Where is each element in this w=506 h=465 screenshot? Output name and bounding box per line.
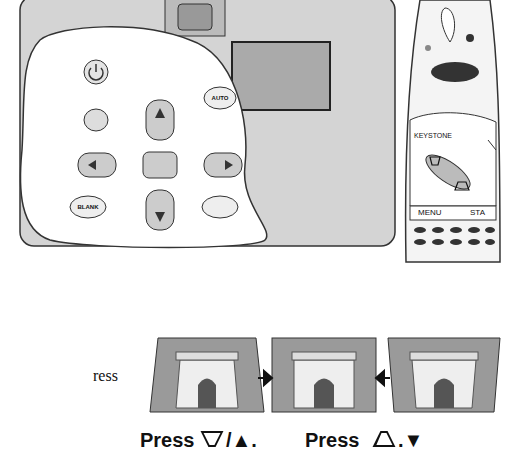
auto-button — [204, 87, 236, 109]
arrow — [258, 371, 272, 385]
instruction: /▲. — [226, 430, 257, 450]
button — [84, 109, 108, 131]
button-label: AUTO — [212, 95, 229, 101]
keystone-image — [150, 338, 264, 412]
instruction: Press — [140, 430, 195, 450]
cut-text: ress — [93, 368, 118, 384]
blank-button — [70, 196, 106, 218]
keystone-image — [388, 338, 500, 412]
instruction: Press — [305, 430, 360, 450]
control-panel — [20, 27, 266, 248]
down-key — [146, 190, 174, 230]
instruction: .▼ — [398, 430, 423, 450]
power-button — [84, 60, 108, 84]
remote-label: STA — [470, 209, 485, 217]
lens-housing — [165, 0, 225, 36]
keystone-image — [272, 338, 376, 412]
keystone-pad — [421, 149, 475, 195]
keystone-icon — [202, 432, 222, 446]
button — [202, 196, 238, 218]
arrow — [376, 371, 390, 385]
keystone-icon — [374, 432, 394, 446]
menu-key — [143, 152, 177, 178]
left-key — [78, 153, 116, 177]
vent-panel — [232, 42, 330, 110]
remote-label: MENU — [418, 209, 442, 217]
remote-control — [406, 0, 500, 262]
remote-label: KEYSTONE — [414, 132, 452, 139]
up-key — [146, 100, 174, 140]
right-key — [204, 153, 242, 177]
button-label: BLANK — [78, 204, 99, 210]
lens — [178, 4, 212, 30]
